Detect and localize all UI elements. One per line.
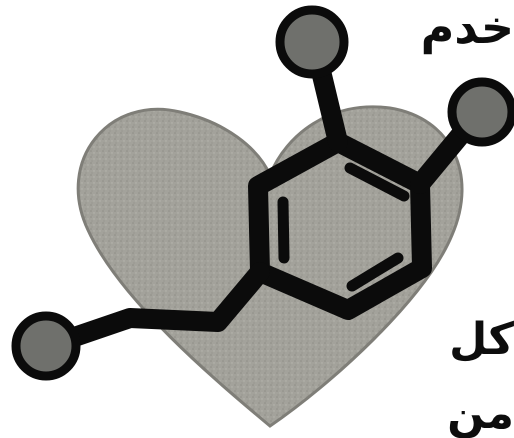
atom-left	[11, 311, 81, 381]
arabic-text-fragment-middle: كل	[449, 314, 514, 365]
arabic-text-fragment-bottom: من	[447, 388, 514, 438]
double-bond-top	[344, 162, 410, 202]
double-bond-left	[277, 196, 290, 264]
atom-top	[275, 5, 349, 79]
atom-right	[447, 77, 514, 147]
bond-chain	[38, 262, 270, 356]
arabic-text-fragment-top: خدم	[420, 0, 514, 54]
double-bond-bottom	[346, 252, 404, 292]
